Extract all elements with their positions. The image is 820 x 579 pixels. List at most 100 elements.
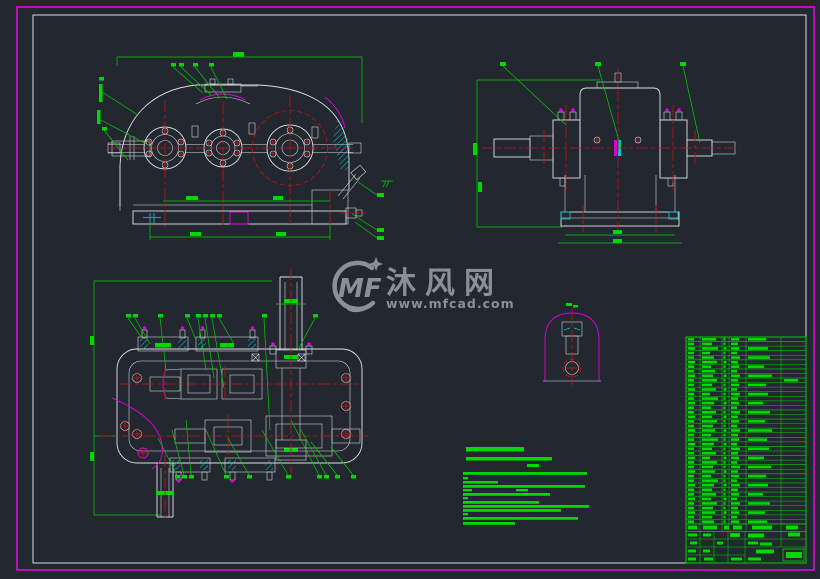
illegible-text-bar <box>463 501 539 504</box>
illegible-text-bar <box>688 438 694 441</box>
illegible-text-bar <box>723 452 726 455</box>
illegible-text-bar <box>731 452 738 455</box>
illegible-text-bar <box>723 383 726 387</box>
illegible-text-bar <box>702 461 717 464</box>
illegible-text-bar <box>731 483 740 487</box>
illegible-text-bar <box>688 433 694 437</box>
front-view-callouts <box>97 63 384 240</box>
illegible-text-bar <box>463 513 468 516</box>
illegible-text-bar <box>731 397 738 400</box>
illegible-text-bar <box>688 533 697 537</box>
illegible-text-bar <box>688 347 695 350</box>
illegible-text-bar <box>463 481 498 484</box>
illegible-text-bar <box>723 360 727 364</box>
illegible-text-bar <box>748 401 763 405</box>
illegible-text-bar <box>702 424 713 428</box>
front-view <box>97 52 384 240</box>
illegible-text-bar <box>688 479 694 482</box>
illegible-text-bar <box>688 388 695 391</box>
illegible-text-bar <box>731 497 737 501</box>
illegible-text-bar <box>730 533 740 537</box>
illegible-text-bar <box>702 392 710 396</box>
illegible-text-bar <box>688 356 694 359</box>
illegible-text-bar <box>723 338 726 341</box>
illegible-text-bar <box>688 502 694 505</box>
illegible-text-bar <box>688 447 694 451</box>
illegible-text-bar <box>702 360 717 364</box>
illegible-text-bar <box>688 493 694 496</box>
illegible-text-bar <box>723 401 727 405</box>
illegible-text-bar <box>731 433 738 437</box>
illegible-text-bar <box>702 401 714 405</box>
illegible-text-bar <box>723 369 726 373</box>
illegible-text-bar <box>703 525 717 530</box>
illegible-text-bar <box>731 456 739 460</box>
top-section-view <box>90 268 368 522</box>
illegible-text-bar <box>748 347 768 350</box>
illegible-text-bar <box>723 493 726 496</box>
illegible-text-bar <box>748 474 766 478</box>
illegible-text-bar <box>723 379 726 382</box>
illegible-text-bar <box>463 477 468 480</box>
illegible-text-bar <box>748 438 767 441</box>
illegible-text-bar <box>748 465 771 469</box>
illegible-text-bar <box>463 489 472 492</box>
illegible-text-bar <box>702 506 713 510</box>
illegible-text-bar <box>723 456 727 460</box>
illegible-text-bar <box>760 542 772 546</box>
illegible-text-bar <box>688 470 695 473</box>
illegible-text-bar <box>688 420 694 423</box>
illegible-text-bar <box>702 383 712 387</box>
illegible-text-bar <box>723 424 726 428</box>
illegible-text-bar <box>723 392 726 396</box>
illegible-text-bar <box>688 365 694 368</box>
illegible-text-bar <box>723 479 726 482</box>
illegible-text-bar <box>688 351 694 355</box>
illegible-text-bar <box>731 424 737 428</box>
illegible-text-bar <box>723 461 726 464</box>
illegible-text-bar <box>463 517 578 520</box>
illegible-text-bar <box>688 401 695 405</box>
illegible-text-bar <box>688 338 694 341</box>
illegible-text-bar <box>723 397 726 400</box>
illegible-text-bar <box>527 464 539 467</box>
watermark-url: www.mfcad.com <box>386 296 515 311</box>
illegible-text-bar <box>688 483 695 487</box>
illegible-text-bar <box>702 369 715 373</box>
illegible-text-bar <box>731 365 739 368</box>
illegible-text-bar <box>731 383 739 387</box>
illegible-text-bar <box>463 485 585 488</box>
illegible-text-bar <box>748 483 768 487</box>
illegible-text-bar <box>731 429 740 432</box>
illegible-text-bar <box>463 472 587 475</box>
illegible-text-bar <box>688 369 694 373</box>
illegible-text-bar <box>702 452 716 455</box>
illegible-text-bar <box>688 392 694 396</box>
surface-roughness-symbol <box>381 180 393 188</box>
illegible-text-bar <box>702 429 715 432</box>
illegible-text-bar <box>702 479 718 482</box>
illegible-text-bar <box>688 488 694 492</box>
illegible-text-bar <box>702 488 712 492</box>
illegible-text-bar <box>748 541 758 545</box>
illegible-text-bar <box>702 433 711 437</box>
illegible-text-bar <box>731 347 739 350</box>
illegible-text-bar <box>466 457 552 461</box>
illegible-text-bar <box>731 374 740 378</box>
illegible-text-bar <box>688 549 696 553</box>
top-view-callouts-top <box>126 314 318 431</box>
illegible-text-bar <box>702 347 718 350</box>
parts-list-title-block <box>685 336 807 564</box>
illegible-text-bar <box>688 442 695 446</box>
illegible-text-bar <box>723 433 726 437</box>
illegible-text-bar <box>723 420 726 423</box>
detail-view-breather <box>543 303 601 385</box>
top-view-callouts-bottom <box>157 419 356 479</box>
illegible-text-bar <box>748 447 769 451</box>
illegible-text-bar <box>723 447 726 451</box>
illegible-text-bar <box>731 392 740 396</box>
illegible-text-bar <box>723 474 726 478</box>
illegible-text-bar <box>690 541 697 545</box>
